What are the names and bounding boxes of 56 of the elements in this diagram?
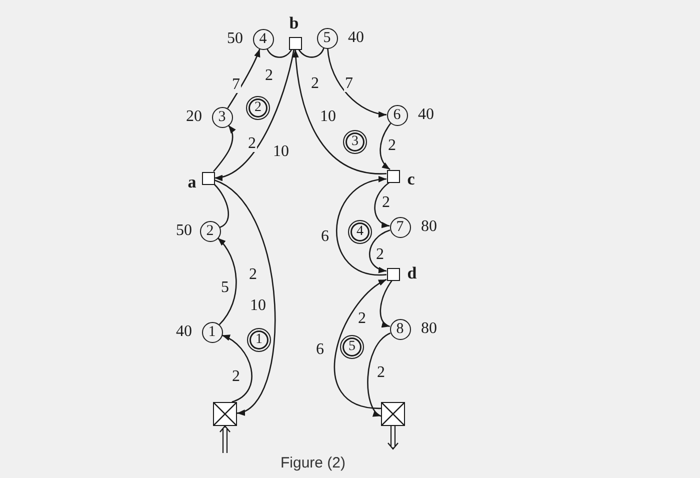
double-arrow [387, 425, 399, 450]
node-value: 40 [348, 30, 364, 46]
stop-number: 4 [259, 32, 267, 46]
line-number: 4 [356, 225, 364, 239]
arrow [334, 278, 387, 410]
arrow [327, 48, 387, 117]
stop-number: 3 [218, 110, 226, 124]
arrow [367, 332, 391, 417]
node-value: 80 [421, 219, 437, 235]
arrow [227, 48, 260, 109]
node-letter: c [407, 170, 415, 188]
line-number: 2 [254, 101, 262, 115]
node-value: 80 [421, 321, 437, 337]
line-number: 3 [352, 135, 358, 149]
value-label: 2 [249, 267, 257, 283]
line-number: 5 [348, 340, 356, 354]
arrow [292, 49, 387, 174]
node-value: 40 [418, 107, 434, 123]
stop-number: 8 [396, 322, 404, 336]
node-letter: a [188, 174, 196, 190]
edge-label: 7 [231, 77, 241, 93]
arrow [380, 280, 392, 328]
double-arrow [219, 425, 231, 454]
crossed-box [213, 402, 237, 426]
arrow [380, 123, 392, 170]
arrow [336, 177, 387, 276]
stop-number: 6 [393, 108, 401, 122]
edge-label: 2 [247, 136, 257, 152]
arrow [214, 180, 276, 414]
node-square [386, 268, 400, 280]
arrow [374, 182, 390, 228]
node-square [288, 36, 302, 50]
connector-line [214, 184, 230, 228]
node-value: 50 [227, 31, 243, 47]
stop-number: 2 [206, 224, 214, 238]
figure-caption: Figure (2) [280, 456, 346, 470]
edge-label: 7 [344, 76, 354, 92]
stop-number: 7 [396, 220, 404, 234]
crossed-box [381, 402, 405, 426]
stop-number: 5 [323, 30, 331, 46]
line-number: 1 [256, 333, 262, 347]
node-value: 20 [186, 109, 202, 125]
node-square [386, 170, 400, 182]
node-letter: b [289, 14, 299, 32]
arrow [217, 238, 237, 326]
node-value: 50 [176, 223, 192, 239]
node-square [202, 172, 214, 184]
arrow [369, 230, 390, 272]
stop-number: 1 [208, 324, 216, 340]
arrow [222, 334, 252, 403]
node-value: 40 [176, 324, 192, 340]
connector-line [298, 48, 324, 58]
connector-line [266, 48, 292, 58]
arrow [213, 124, 236, 172]
node-letter: d [407, 264, 417, 282]
arrow [214, 49, 295, 180]
